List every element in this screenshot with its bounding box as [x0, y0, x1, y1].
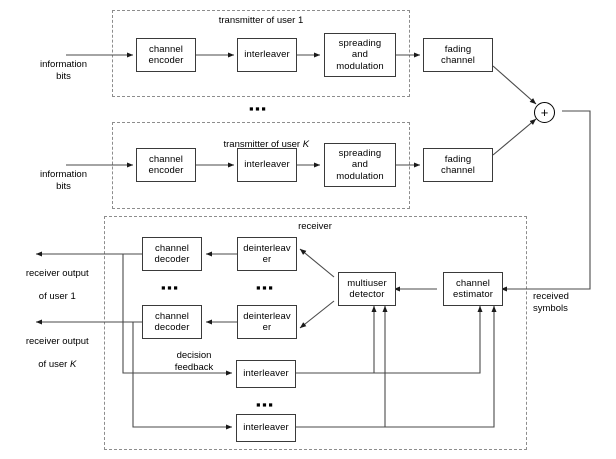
- rx-channel-decoder-1-block[interactable]: channel decoder: [142, 237, 202, 271]
- receiver-group: [104, 216, 527, 450]
- transmitters-ellipsis: ▪▪▪: [249, 101, 268, 116]
- rx-interleaver-1-block[interactable]: interleaver: [236, 360, 296, 388]
- receiver-output-K-line2-index: K: [69, 358, 77, 370]
- rx-deinterleaver-1-block[interactable]: deinterleav er: [237, 237, 297, 271]
- transmitter-K-group-label: transmitter of user K: [211, 127, 311, 162]
- rx-channel-estimator-block[interactable]: channel estimator: [443, 272, 503, 306]
- tx1-channel-encoder-block[interactable]: channel encoder: [136, 38, 196, 72]
- txK-interleaver-block[interactable]: interleaver: [237, 148, 297, 182]
- receiver-output-1-line2: of user 1: [38, 290, 76, 302]
- received-symbols-label: received symbols: [533, 291, 569, 314]
- rx-multiuser-detector-block[interactable]: multiuser detector: [338, 272, 396, 306]
- deinterleavers-ellipsis: ▪▪▪: [256, 280, 275, 295]
- tx1-spreading-modulation-block[interactable]: spreading and modulation: [324, 33, 396, 77]
- txK-spreading-modulation-block[interactable]: spreading and modulation: [324, 143, 396, 187]
- transmitter-K-label-text: transmitter of user: [223, 138, 303, 150]
- transmitter-K-label-index: K: [302, 138, 310, 150]
- receiver-output-K-line1: receiver output: [25, 335, 89, 347]
- information-bits-K-label: information bits: [40, 169, 87, 192]
- receiver-output-1-label: receiver output of user 1: [2, 256, 102, 314]
- transmitter-1-group: [112, 10, 410, 97]
- information-bits-1-label: information bits: [40, 59, 87, 82]
- receiver-output-1-line1: receiver output: [25, 267, 89, 279]
- tx1-interleaver-block[interactable]: interleaver: [237, 38, 297, 72]
- transmitter-1-group-label: transmitter of user 1: [218, 15, 304, 26]
- rx-deinterleaver-K-block[interactable]: deinterleav er: [237, 305, 297, 339]
- receiver-output-K-label: receiver output of user K: [2, 324, 102, 382]
- receiver-group-label: receiver: [298, 221, 332, 232]
- rx-interleaver-K-block[interactable]: interleaver: [236, 414, 296, 442]
- txK-fading-channel-block[interactable]: fading channel: [423, 148, 493, 182]
- tx1-fading-channel-block[interactable]: fading channel: [423, 38, 493, 72]
- decoders-ellipsis: ▪▪▪: [161, 280, 180, 295]
- interleavers-ellipsis: ▪▪▪: [256, 397, 275, 412]
- decision-feedback-label: decision feedback: [174, 350, 214, 373]
- txK-channel-encoder-block[interactable]: channel encoder: [136, 148, 196, 182]
- receiver-output-K-line2-text: of user: [38, 358, 70, 370]
- rx-channel-decoder-K-block[interactable]: channel decoder: [142, 305, 202, 339]
- summing-node: +: [534, 102, 555, 123]
